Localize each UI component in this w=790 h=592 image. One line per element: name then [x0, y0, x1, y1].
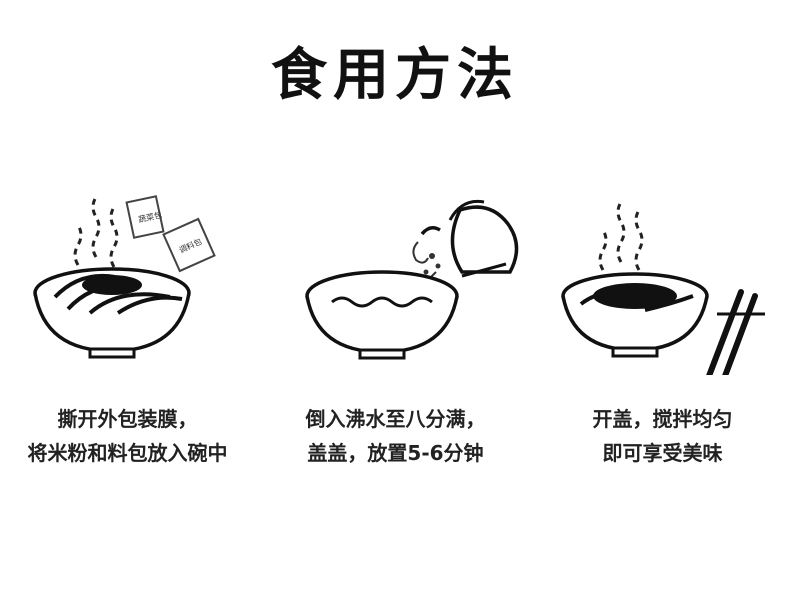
bowl-with-packets-icon: 蔬菜包 调料包 [33, 195, 216, 359]
bowl-with-kettle-icon [305, 199, 519, 360]
chopsticks-icon [706, 289, 765, 375]
bowl-with-chopsticks-icon [561, 201, 765, 375]
step-3-caption: 开盖，搅拌均匀 即可享受美味 [540, 402, 785, 470]
step-1-caption: 撕开外包装膜， 将米粉和料包放入碗中 [5, 402, 250, 470]
step-1-line-1: 撕开外包装膜， [57, 407, 198, 431]
vegetable-packet-icon: 蔬菜包 [125, 195, 165, 239]
step-2-line-2: 盖盖，放置5-6分钟 [307, 441, 484, 465]
step-3-line-1: 开盖，搅拌均匀 [592, 407, 733, 431]
step-3-line-2: 即可享受美味 [602, 441, 723, 465]
page-title: 食用方法 [271, 42, 519, 108]
step-2-caption: 倒入沸水至八分满， 盖盖，放置5-6分钟 [273, 402, 518, 470]
kettle-icon [420, 199, 519, 278]
step-1-line-2: 将米粉和料包放入碗中 [27, 441, 228, 465]
seasoning-packet-icon: 调料包 [162, 217, 216, 273]
step-2-line-1: 倒入沸水至八分满， [305, 407, 486, 431]
svg-text:蔬菜包: 蔬菜包 [137, 210, 163, 225]
